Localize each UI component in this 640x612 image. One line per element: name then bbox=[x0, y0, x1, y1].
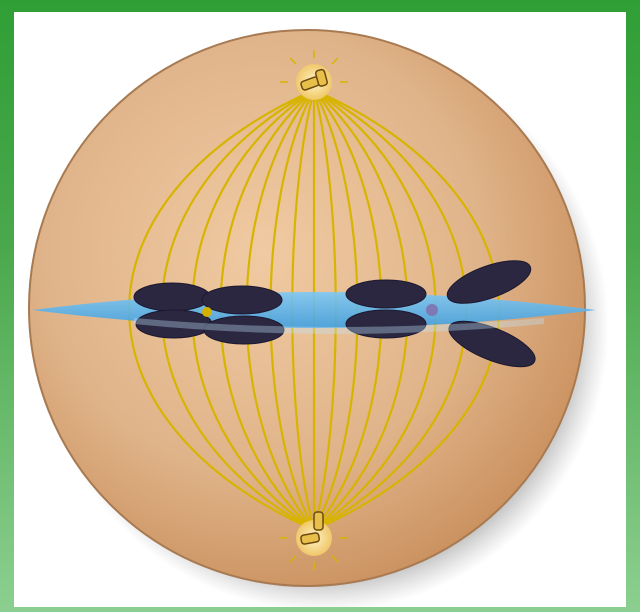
image-panel bbox=[14, 12, 626, 607]
metaphase-cell-illustration bbox=[14, 12, 626, 607]
